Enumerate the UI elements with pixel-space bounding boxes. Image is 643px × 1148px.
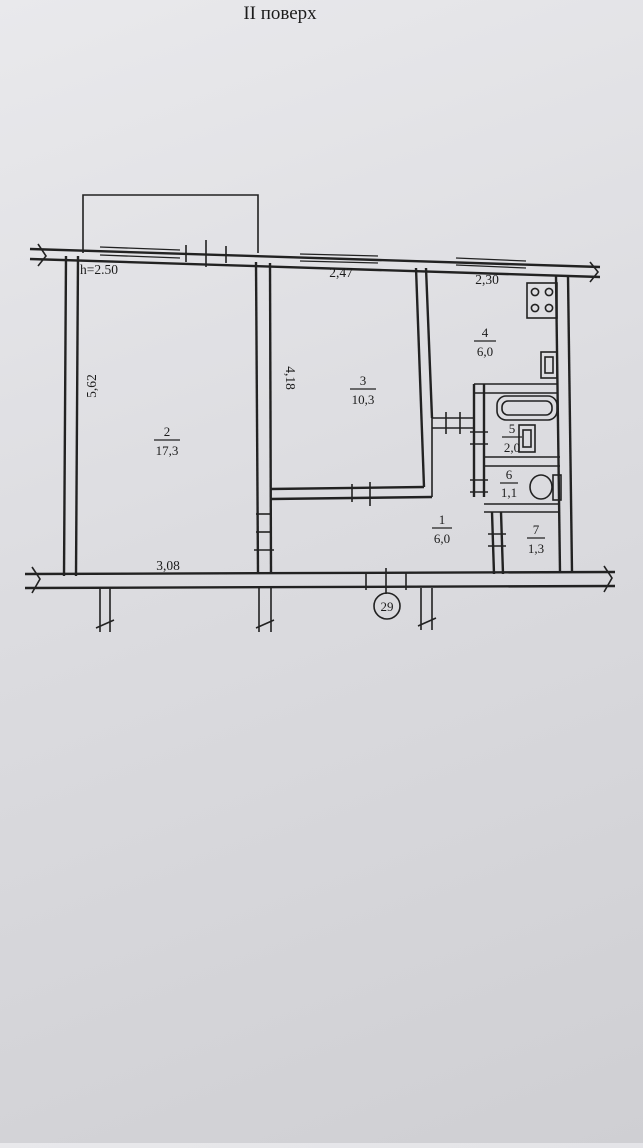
right-exterior-wall: [554, 275, 574, 573]
svg-text:7: 7: [533, 522, 540, 537]
kitchen-sink-icon: [540, 351, 558, 379]
room-label-7: 7 1,3: [527, 522, 545, 556]
top-exterior-wall: [29, 243, 601, 283]
svg-text:6: 6: [506, 467, 513, 482]
svg-text:3: 3: [360, 373, 367, 388]
window-kitchen: [455, 257, 527, 269]
bathtub-icon: [496, 395, 558, 421]
dimension-left-room2: 5,62: [84, 374, 99, 398]
entrance-door: [365, 568, 407, 594]
svg-text:4: 4: [482, 325, 489, 340]
toilet-icon: [529, 474, 562, 501]
room3-kitchen-wall: [414, 267, 474, 497]
svg-text:6,0: 6,0: [477, 344, 493, 359]
floor-label: II поверх: [243, 3, 317, 24]
left-exterior-wall: [62, 255, 80, 577]
bottom-exterior-wall: [24, 565, 616, 594]
svg-text:29: 29: [381, 599, 394, 614]
dimension-top-kitchen: 2,30: [475, 272, 499, 287]
balcony-outline: [82, 194, 259, 253]
window-room3: [299, 253, 379, 264]
room7-wall: [488, 511, 506, 575]
foundation-stubs: [95, 588, 437, 632]
svg-text:2: 2: [164, 424, 171, 439]
room-label-6: 6 1,1: [500, 467, 518, 500]
svg-text:5: 5: [509, 421, 516, 436]
dimension-left-room3: 4,18: [283, 366, 298, 390]
dimension-top-room3: 2,47: [329, 265, 353, 280]
balcony-door: [185, 240, 227, 267]
room-label-3: 3 10,3: [350, 373, 376, 407]
dimension-bottom-room2: 3,08: [156, 558, 180, 573]
window-room2: [99, 246, 181, 259]
bathroom-block: [470, 383, 560, 513]
svg-text:17,3: 17,3: [156, 443, 179, 458]
svg-text:2,0: 2,0: [504, 440, 520, 455]
svg-text:1,3: 1,3: [528, 541, 544, 556]
stove-icon: [526, 282, 558, 319]
room-label-2: 2 17,3: [154, 424, 180, 458]
ceiling-height-label: h=2.50: [80, 262, 118, 277]
bathroom-sink-icon: [518, 424, 536, 453]
svg-text:1,1: 1,1: [501, 485, 517, 500]
room-label-1: 1 6,0: [432, 512, 452, 546]
partition-room2-room3: [254, 261, 274, 575]
svg-text:6,0: 6,0: [434, 531, 450, 546]
svg-text:10,3: 10,3: [352, 392, 375, 407]
room-label-4: 4 6,0: [474, 325, 496, 359]
svg-text:1: 1: [439, 512, 446, 527]
room3-bottom-wall: [269, 482, 433, 506]
room-label-5: 5 2,0: [502, 421, 522, 455]
apartment-number-badge: 29: [373, 592, 401, 620]
